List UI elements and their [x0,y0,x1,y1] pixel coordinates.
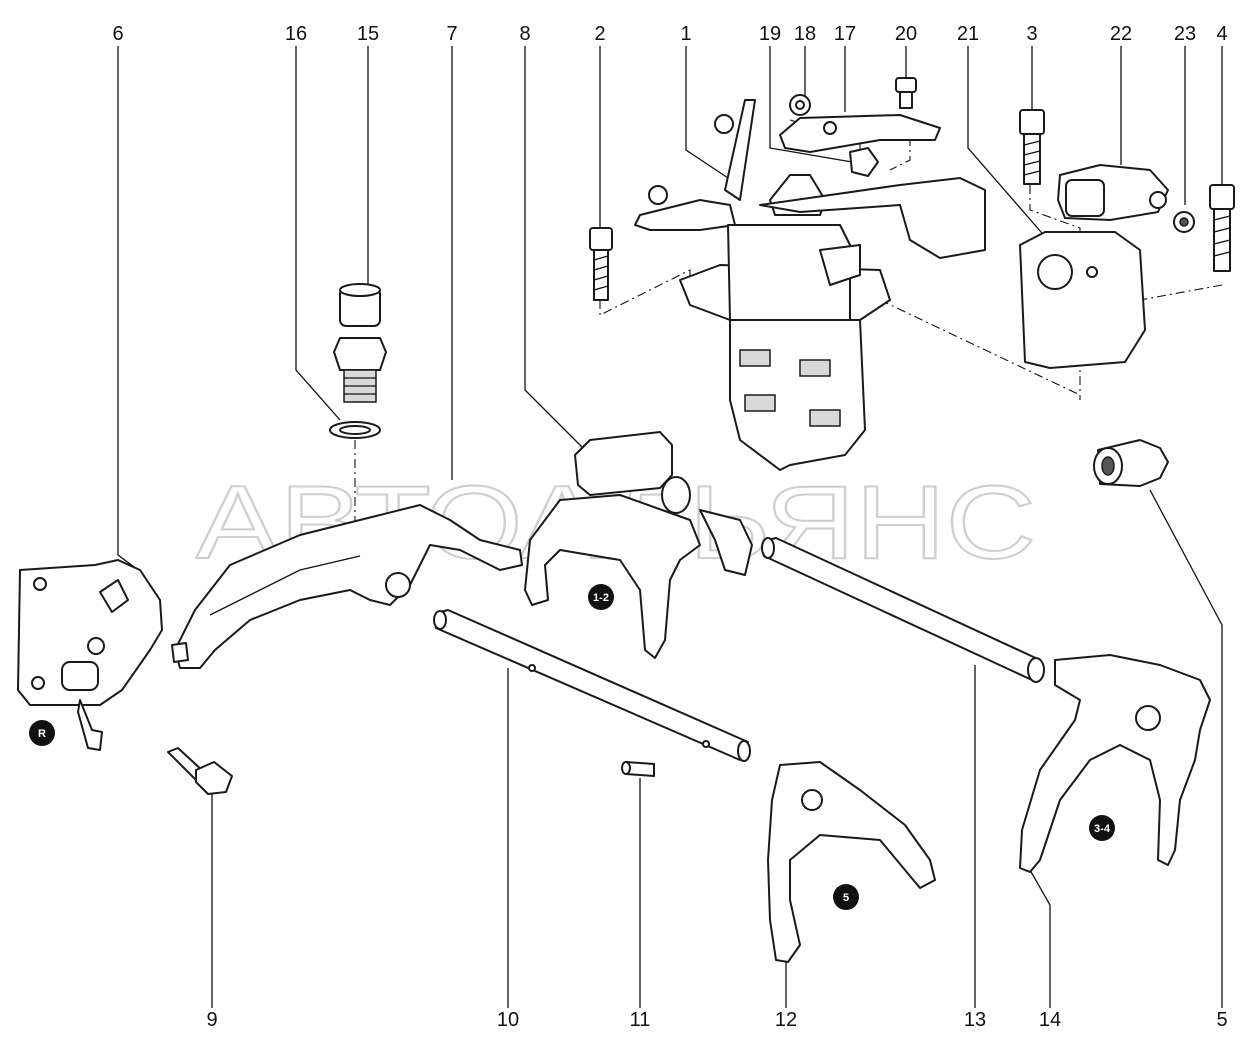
gear-selector-mechanism-part [634,99,986,471]
svg-text:R: R [38,728,46,740]
svg-text:3-4: 3-4 [1094,823,1111,835]
badge-r: R [29,720,55,746]
callout-12: 12 [775,1009,797,1031]
svg-text:5: 5 [843,892,849,904]
callout-4: 4 [1216,23,1227,45]
callout-16: 16 [285,23,307,45]
bolt-9-part [167,747,233,795]
callout-6: 6 [112,23,123,45]
bolt-3-part [1019,109,1045,185]
shift-rail-10-part [433,609,751,762]
callout-17: 17 [834,23,856,45]
callout-2: 2 [594,23,605,45]
callout-7: 7 [446,23,457,45]
shift-rail-13-part [761,537,1045,683]
nut-23-part [1173,211,1195,233]
ball-stud-19-part [849,147,879,177]
mounting-plate-21-part [1019,231,1146,369]
callout-15: 15 [357,23,379,45]
callout-20: 20 [895,23,917,45]
reverse-bracket-part [17,559,163,751]
callout-23: 23 [1174,23,1196,45]
leader-lines [117,46,1223,1008]
callout-18: 18 [794,23,816,45]
shift-fork-1-2-part [524,431,753,659]
bracket-17-part [779,114,941,153]
bushing-5-part [1093,439,1169,487]
sealing-washer-part [329,421,381,439]
callout-5: 5 [1216,1009,1227,1031]
badge-1-2: 1-2 [588,584,614,610]
callout-21: 21 [957,23,979,45]
callout-10: 10 [497,1009,519,1031]
callout-13: 13 [964,1009,986,1031]
reverse-light-switch-part [333,283,387,403]
bolt-2-part [589,227,613,301]
callout-14: 14 [1039,1009,1061,1031]
reverse-fork-lever-part [171,504,523,669]
shift-fork-5-part [767,761,936,963]
callout-22: 22 [1110,23,1132,45]
badge-3-4: 3-4 [1089,815,1115,841]
sensor-22-part [1057,164,1169,221]
callout-8: 8 [519,23,530,45]
nut-18-part [789,94,811,116]
shift-fork-3-4-part [1019,654,1211,873]
bolt-20-part [895,77,917,109]
badge-5: 5 [833,884,859,910]
roll-pin-11-part [621,761,655,777]
callout-19: 19 [759,23,781,45]
callout-3: 3 [1026,23,1037,45]
callout-11: 11 [630,1009,651,1031]
svg-text:1-2: 1-2 [593,592,609,604]
callout-labels: 6 16 15 7 8 2 1 19 18 17 20 21 3 22 23 4… [112,23,1227,1031]
callout-1: 1 [680,23,691,45]
callout-9: 9 [206,1009,217,1031]
bolt-4-part [1209,184,1235,272]
